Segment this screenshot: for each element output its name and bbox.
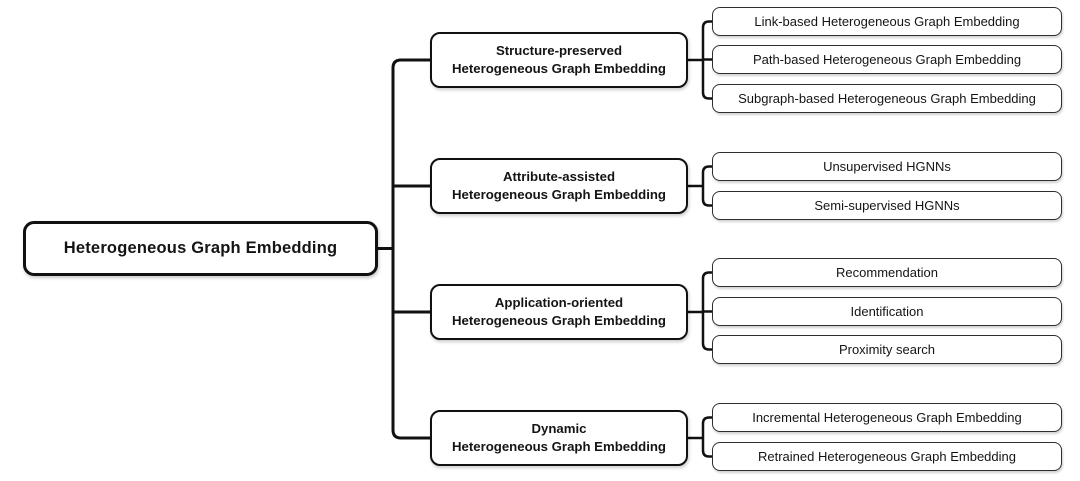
root-node-label: Heterogeneous Graph Embedding (63, 239, 338, 257)
connector-leaf-spine (701, 416, 712, 458)
leaf-node: Path-based Heterogeneous Graph Embedding (712, 45, 1062, 74)
leaf-node-label: Link-based Heterogeneous Graph Embedding (754, 14, 1020, 29)
leaf-node-label: Subgraph-based Heterogeneous Graph Embed… (738, 91, 1036, 106)
leaf-node-label: Recommendation (836, 265, 938, 280)
leaf-node-label: Unsupervised HGNNs (823, 159, 951, 174)
root-node: Heterogeneous Graph Embedding (23, 221, 378, 276)
leaf-node: Incremental Heterogeneous Graph Embeddin… (712, 403, 1062, 432)
leaf-node-label: Retrained Heterogeneous Graph Embedding (757, 449, 1016, 464)
leaf-node: Recommendation (712, 258, 1062, 287)
leaf-node: Link-based Heterogeneous Graph Embedding (712, 7, 1062, 36)
leaf-node-label: Path-based Heterogeneous Graph Embedding (752, 52, 1022, 67)
leaf-node: Unsupervised HGNNs (712, 152, 1062, 181)
leaf-node: Subgraph-based Heterogeneous Graph Embed… (712, 84, 1062, 113)
leaf-node: Proximity search (712, 335, 1062, 364)
leaf-node-label: Identification (850, 304, 924, 319)
connector-leaf-spine (701, 165, 712, 207)
branch-node-label-line: Application-oriented (494, 294, 624, 310)
branch-node-label-line: Heterogeneous Graph Embedding (452, 187, 666, 202)
leaf-node: Semi-supervised HGNNs (712, 191, 1062, 220)
branch-node-label-line: Attribute-assisted (502, 168, 616, 184)
leaf-node-label: Semi-supervised HGNNs (814, 198, 960, 213)
branch-node-label-line: Structure-preserved (495, 42, 623, 58)
connector-branch-spine (391, 58, 430, 440)
leaf-node: Retrained Heterogeneous Graph Embedding (712, 442, 1062, 471)
leaf-node-label: Incremental Heterogeneous Graph Embeddin… (752, 410, 1022, 425)
branch-node-label-line: Heterogeneous Graph Embedding (452, 61, 666, 76)
branch-node-label-line: Dynamic (531, 420, 587, 436)
leaf-node: Identification (712, 297, 1062, 326)
branch-node-label-line: Heterogeneous Graph Embedding (452, 313, 666, 328)
branch-node-label-line: Heterogeneous Graph Embedding (452, 439, 666, 454)
leaf-node-label: Proximity search (838, 342, 936, 357)
